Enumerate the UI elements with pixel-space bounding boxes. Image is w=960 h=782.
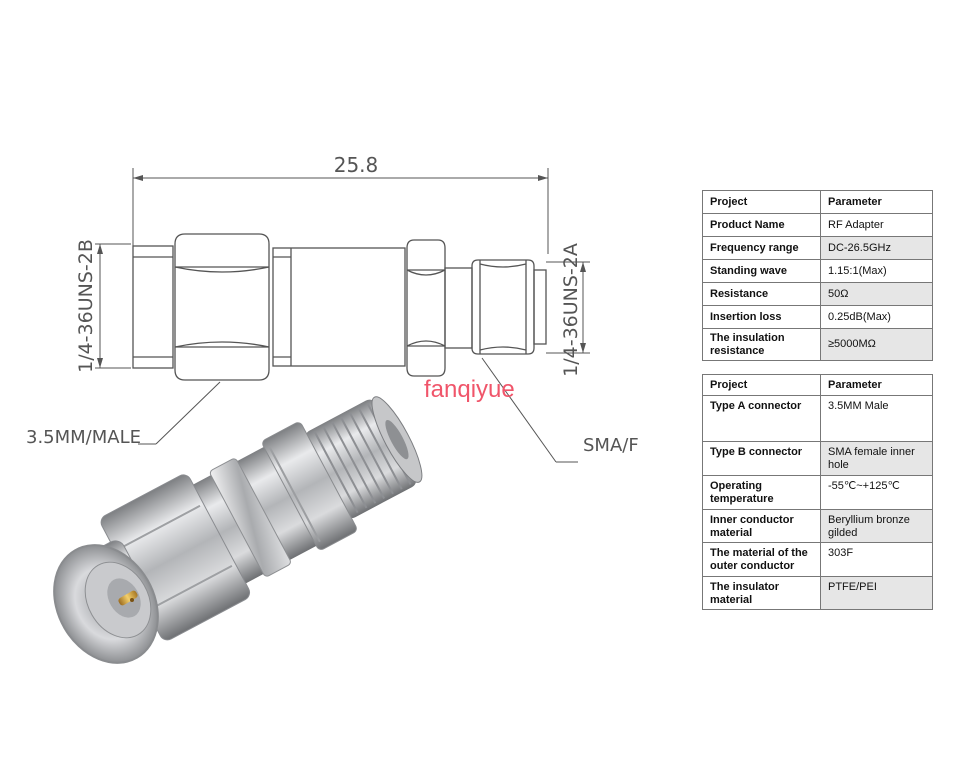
table-row: Standing wave 1.15:1(Max) bbox=[702, 259, 933, 283]
table-cell-key: Resistance bbox=[702, 282, 821, 306]
table-cell-key: The insulator material bbox=[702, 576, 821, 610]
table-row: The material of the outer conductor 303F bbox=[702, 542, 933, 577]
adapter-technical-drawing: 25.8 1/4-36UNS-2B 1/4-36UNS-2A 3.5MM/MAL… bbox=[26, 153, 639, 664]
table-header: Parameter bbox=[820, 190, 933, 214]
table-cell-key: Insertion loss bbox=[702, 305, 821, 329]
table-row: Frequency range DC-26.5GHz bbox=[702, 236, 933, 260]
table-cell-value: 50Ω bbox=[820, 282, 933, 306]
watermark-text: fanqiyue bbox=[424, 376, 515, 403]
table-cell-value: PTFE/PEI bbox=[820, 576, 933, 610]
outline-drawing bbox=[95, 168, 590, 463]
table-cell-key: Inner conductor material bbox=[702, 509, 821, 543]
table-cell-key: Type A connector bbox=[702, 395, 821, 442]
table-cell-key: Frequency range bbox=[702, 236, 821, 260]
table-row: Type B connector SMA female inner hole bbox=[702, 441, 933, 476]
table-header: Project bbox=[702, 190, 821, 214]
overall-length-label: 25.8 bbox=[334, 153, 379, 177]
table-row: The insulation resistance ≥5000MΩ bbox=[702, 328, 933, 361]
table-cell-key: Type B connector bbox=[702, 441, 821, 476]
table-row: Resistance 50Ω bbox=[702, 282, 933, 306]
table-cell-value: -55℃~+125℃ bbox=[820, 475, 933, 510]
spec-table-mechanical: Project Parameter Type A connector 3.5MM… bbox=[702, 374, 933, 610]
table-cell-value: RF Adapter bbox=[820, 213, 933, 237]
table-cell-value: 3.5MM Male bbox=[820, 395, 933, 442]
table-row: Operating temperature -55℃~+125℃ bbox=[702, 475, 933, 510]
table-row: Type A connector 3.5MM Male bbox=[702, 395, 933, 442]
table-cell-key: Operating temperature bbox=[702, 475, 821, 510]
right-connector-label: SMA/F bbox=[583, 435, 639, 456]
table-row: Insertion loss 0.25dB(Max) bbox=[702, 305, 933, 329]
table-cell-value: SMA female inner hole bbox=[820, 441, 933, 476]
spec-table-electrical: Project Parameter Product Name RF Adapte… bbox=[702, 190, 933, 361]
table-cell-value: ≥5000MΩ bbox=[820, 328, 933, 361]
table-cell-value: DC-26.5GHz bbox=[820, 236, 933, 260]
table-row: Product Name RF Adapter bbox=[702, 213, 933, 237]
table-row: The insulator material PTFE/PEI bbox=[702, 576, 933, 610]
table-cell-value: 0.25dB(Max) bbox=[820, 305, 933, 329]
left-connector-label: 3.5MM/MALE bbox=[26, 427, 141, 448]
table-header: Project bbox=[702, 374, 821, 396]
table-cell-key: The insulation resistance bbox=[702, 328, 821, 361]
table-cell-value: 303F bbox=[820, 542, 933, 577]
table-row: Inner conductor material Beryllium bronz… bbox=[702, 509, 933, 543]
table-cell-key: The material of the outer conductor bbox=[702, 542, 821, 577]
table-cell-value: 1.15:1(Max) bbox=[820, 259, 933, 283]
right-thread-label: 1/4-36UNS-2A bbox=[560, 243, 582, 377]
left-thread-label: 1/4-36UNS-2B bbox=[75, 239, 97, 373]
table-header: Parameter bbox=[820, 374, 933, 396]
table-cell-key: Product Name bbox=[702, 213, 821, 237]
table-cell-value: Beryllium bronze gilded bbox=[820, 509, 933, 543]
adapter-product-photo bbox=[53, 396, 423, 664]
table-cell-key: Standing wave bbox=[702, 259, 821, 283]
